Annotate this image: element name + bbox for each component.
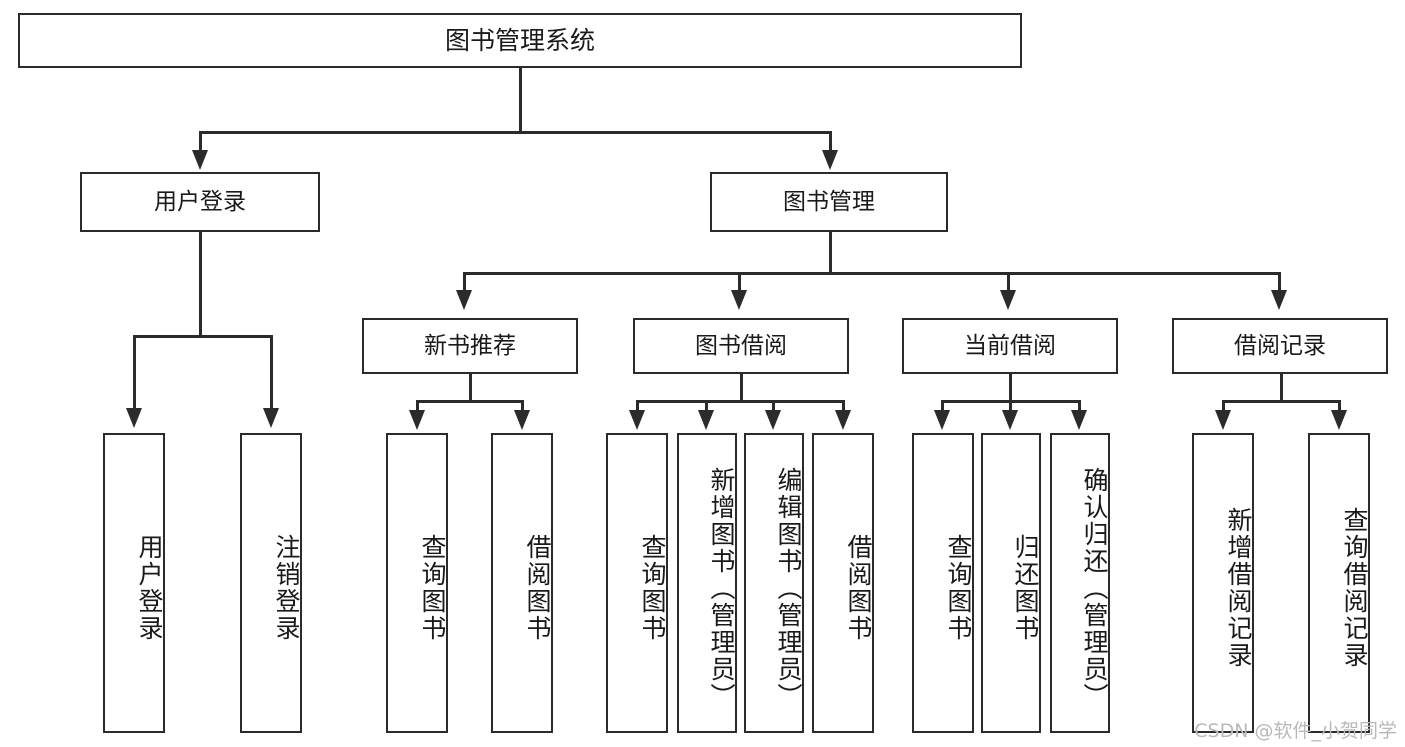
node-label: 查询图书 [418, 534, 447, 642]
node-leaf-borrow-book-2[interactable]: 借阅图书 [812, 433, 874, 733]
connector-bb-leaf-3 [772, 400, 775, 414]
node-label: 用户登录 [154, 188, 246, 215]
arrowhead-to-leaf-query-book-3 [934, 410, 950, 430]
connector-root-bus [199, 131, 832, 134]
arrowhead-to-leaf-borrow-book-1 [514, 410, 530, 430]
arrowhead-to-leaf-query-record [1331, 410, 1347, 430]
connector-to-borrow-record [1278, 272, 1281, 294]
node-label: 编辑图书（管理员） [774, 466, 803, 710]
arrowhead-to-leaf-confirm-return [1071, 410, 1087, 430]
connector-book-borrow-bus [636, 400, 844, 403]
arrowhead-to-leaf-add-record [1215, 410, 1231, 430]
connector-current-borrow-stem [1009, 374, 1012, 402]
connector-nbr-leaf-2 [521, 400, 524, 414]
connector-book-manage-stem [829, 232, 832, 274]
connector-br-leaf-2 [1338, 400, 1341, 414]
node-label: 借阅图书 [523, 534, 552, 642]
node-label: 新书推荐 [424, 332, 516, 359]
node-label: 借阅图书 [844, 534, 873, 642]
arrowhead-to-book-manage [822, 150, 838, 170]
node-label: 归还图书 [1011, 534, 1040, 642]
node-user-login[interactable]: 用户登录 [80, 172, 320, 232]
arrowhead-to-book-borrow [731, 290, 747, 310]
node-label: 确认归还（管理员） [1080, 466, 1109, 710]
connector-nbr-leaf-1 [416, 400, 419, 414]
connector-new-book-rec-stem [469, 374, 472, 402]
arrowhead-to-leaf-return-book [1002, 410, 1018, 430]
node-root-library-management-system[interactable]: 图书管理系统 [18, 13, 1022, 68]
node-label: 查询图书 [944, 534, 973, 642]
connector-bb-leaf-1 [636, 400, 639, 414]
connector-bb-leaf-4 [842, 400, 845, 414]
arrowhead-to-user-login [192, 150, 208, 170]
node-leaf-borrow-book-1[interactable]: 借阅图书 [491, 433, 553, 733]
connector-bb-leaf-2 [705, 400, 708, 414]
node-new-book-recommend[interactable]: 新书推荐 [362, 318, 578, 374]
node-leaf-edit-book-admin[interactable]: 编辑图书（管理员） [744, 433, 804, 733]
connector-to-current-borrow [1007, 272, 1010, 294]
arrowhead-to-leaf-logout [263, 408, 279, 428]
connector-book-borrow-stem [740, 374, 743, 402]
node-label: 图书管理 [783, 188, 875, 215]
node-label: 注销登录 [272, 534, 301, 642]
node-label: 查询图书 [638, 534, 667, 642]
node-label: 图书管理系统 [444, 26, 595, 55]
arrowhead-to-leaf-user-login [126, 408, 142, 428]
arrowhead-to-leaf-borrow-book-2 [835, 410, 851, 430]
connector-user-login-bus [133, 335, 273, 338]
node-leaf-query-book-1[interactable]: 查询图书 [386, 433, 448, 733]
arrowhead-to-new-book-rec [456, 290, 472, 310]
node-leaf-query-book-2[interactable]: 查询图书 [606, 433, 668, 733]
arrowhead-to-leaf-edit-book [765, 410, 781, 430]
connector-cb-leaf-2 [1009, 400, 1012, 414]
node-leaf-return-book[interactable]: 归还图书 [981, 433, 1041, 733]
connector-user-login-to-leaf-2 [270, 335, 273, 413]
node-current-borrow[interactable]: 当前借阅 [902, 318, 1118, 374]
connector-to-book-borrow [738, 272, 741, 294]
node-label: 新增图书（管理员） [707, 466, 736, 710]
arrowhead-to-borrow-record [1271, 290, 1287, 310]
connector-book-manage-bus [463, 272, 1281, 275]
node-leaf-query-book-3[interactable]: 查询图书 [912, 433, 974, 733]
connector-cb-leaf-1 [941, 400, 944, 414]
node-label: 查询借阅记录 [1340, 507, 1369, 669]
arrowhead-to-leaf-query-book-2 [629, 410, 645, 430]
node-leaf-user-login[interactable]: 用户登录 [103, 433, 165, 733]
arrowhead-to-leaf-add-book [698, 410, 714, 430]
node-book-borrow[interactable]: 图书借阅 [633, 318, 849, 374]
node-label: 用户登录 [135, 534, 164, 642]
node-leaf-query-borrow-record[interactable]: 查询借阅记录 [1308, 433, 1370, 733]
node-label: 借阅记录 [1234, 332, 1326, 359]
connector-to-new-book-rec [463, 272, 466, 294]
node-book-manage[interactable]: 图书管理 [710, 172, 948, 232]
connector-root-to-user-login [199, 131, 202, 156]
node-label: 图书借阅 [695, 332, 787, 359]
node-borrow-record[interactable]: 借阅记录 [1172, 318, 1388, 374]
connector-root-stem [519, 68, 522, 132]
connector-borrow-record-bus [1222, 400, 1340, 403]
node-leaf-add-borrow-record[interactable]: 新增借阅记录 [1192, 433, 1254, 733]
connector-user-login-to-leaf-1 [133, 335, 136, 413]
node-leaf-logout[interactable]: 注销登录 [240, 433, 302, 733]
node-label: 当前借阅 [964, 332, 1056, 359]
node-label: 新增借阅记录 [1224, 507, 1253, 669]
node-leaf-add-book-admin[interactable]: 新增图书（管理员） [677, 433, 737, 733]
arrowhead-to-leaf-query-book-1 [409, 410, 425, 430]
connector-root-to-book-manage [829, 131, 832, 156]
connector-cb-leaf-3 [1078, 400, 1081, 414]
connector-new-book-rec-bus [416, 400, 524, 403]
connector-borrow-record-stem [1280, 374, 1283, 402]
connector-br-leaf-1 [1222, 400, 1225, 414]
arrowhead-to-current-borrow [1000, 290, 1016, 310]
connector-user-login-stem [199, 232, 202, 337]
node-leaf-confirm-return-admin[interactable]: 确认归还（管理员） [1050, 433, 1110, 733]
